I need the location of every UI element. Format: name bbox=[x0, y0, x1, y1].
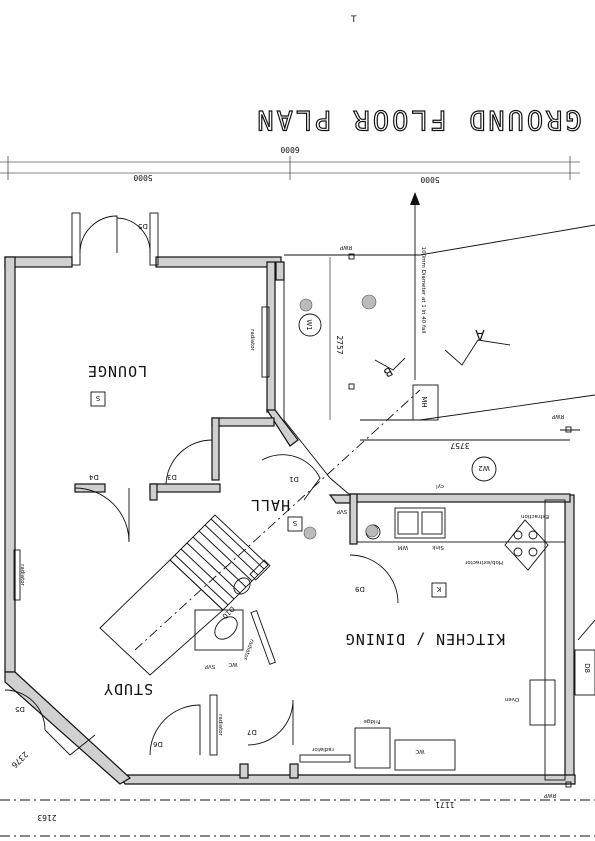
radiator-lounge: radiator bbox=[19, 564, 25, 587]
hob-label: Hob/extractor bbox=[464, 559, 503, 565]
section-b: B bbox=[381, 364, 395, 380]
rwp-label-2: RWP bbox=[551, 413, 564, 419]
dim-2163: 2163 bbox=[37, 813, 56, 822]
hob bbox=[504, 519, 549, 571]
rwp-label-3: RWP bbox=[543, 792, 556, 798]
top-mark: T bbox=[350, 15, 357, 25]
door-d1: D1 bbox=[289, 475, 299, 483]
dim-2757: 2757 bbox=[335, 335, 344, 354]
fridge-label: Fridge bbox=[363, 718, 381, 724]
window-w2: W2 bbox=[478, 464, 489, 472]
sink-label: Sink bbox=[431, 544, 444, 550]
cyl-label: cyl bbox=[436, 483, 444, 489]
door-d7: D7 bbox=[247, 728, 257, 736]
radiator-kitchen: radiator bbox=[311, 746, 334, 752]
light-fitting-1 bbox=[299, 298, 313, 312]
top-dimension-lines bbox=[0, 156, 580, 180]
room-hall: HALL bbox=[250, 496, 290, 514]
marker-s-hall: S bbox=[292, 519, 297, 527]
door-d5-top: D5 bbox=[138, 222, 148, 230]
door-d8: D8 bbox=[583, 663, 591, 673]
window-w1: W1 bbox=[305, 319, 313, 330]
extraction-label: Extraction bbox=[520, 513, 549, 519]
dim-6000: 6000 bbox=[280, 145, 299, 154]
svp-label-1: SVP bbox=[336, 508, 347, 514]
radiator-hall-1: radiator bbox=[249, 329, 255, 352]
marker-s-lounge: S bbox=[95, 394, 100, 402]
section-a: A bbox=[475, 326, 485, 342]
dim-5000-left: 5000 bbox=[133, 173, 152, 182]
light-fitting-4 bbox=[365, 524, 379, 538]
wm-label: WM bbox=[398, 544, 408, 550]
wc-label-1: WC bbox=[415, 748, 424, 754]
external-walls bbox=[4, 256, 576, 785]
door-d3: D3 bbox=[167, 473, 177, 481]
french-door-lounge bbox=[71, 212, 159, 266]
dim-1171: 1171 bbox=[435, 800, 454, 809]
door-d4: D4 bbox=[89, 473, 99, 481]
staircase bbox=[99, 514, 269, 676]
door-d9: D9 bbox=[355, 585, 365, 593]
door-d6: D6 bbox=[153, 740, 163, 748]
rwp-label-1: RWP bbox=[339, 244, 352, 250]
dim-5000-right: 5000 bbox=[420, 175, 439, 184]
dim-3757: 3757 bbox=[450, 441, 469, 450]
light-fitting-2 bbox=[361, 294, 377, 310]
radiator-study: radiator bbox=[217, 714, 223, 737]
manhole-mh: MH bbox=[420, 396, 428, 407]
room-lounge: LOUNGE bbox=[87, 362, 147, 380]
door-d5-bottom: D5 bbox=[15, 705, 25, 713]
room-kitchen-dining: KITCHEN / DINING bbox=[345, 630, 506, 648]
room-study: STUDY bbox=[103, 680, 153, 698]
drain-note: 100mm Diameter at 1 in 40 fall bbox=[420, 247, 426, 334]
dim-2376: 2376 bbox=[10, 750, 30, 770]
wc-label-2: WC bbox=[228, 661, 237, 667]
light-fitting-3 bbox=[303, 526, 317, 540]
svp-label-2: SVP bbox=[204, 663, 215, 669]
marker-k: K bbox=[436, 585, 441, 593]
plan-title: GROUND FLOOR PLAN bbox=[254, 104, 581, 135]
oven-label: Oven bbox=[504, 696, 519, 702]
